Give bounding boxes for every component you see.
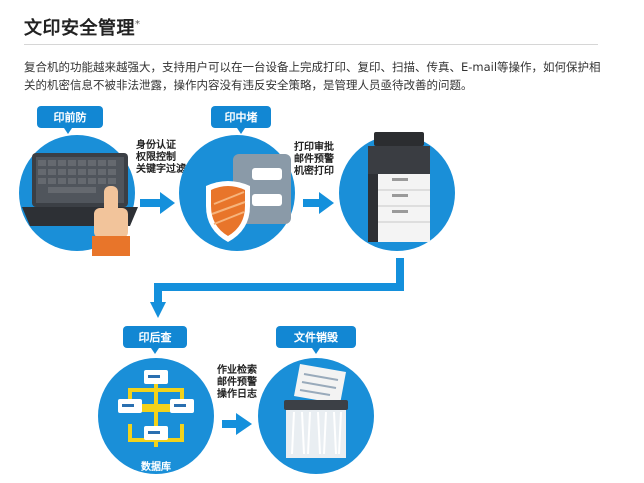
stage-post-tag: 印后查 — [123, 326, 187, 354]
hand-icon — [92, 186, 130, 256]
svg-text:印中堵: 印中堵 — [225, 110, 258, 124]
stage-pre-tag: 印前防 — [37, 106, 103, 134]
arrow-post-to-destroy — [222, 413, 252, 435]
svg-text:作业检索: 作业检索 — [217, 363, 257, 376]
database-caption: 数据库 — [141, 460, 171, 473]
page-description: 复合机的功能越来越强大，支持用户可以在一台设备上完成打印、复印、扫描、传真、E-… — [24, 60, 601, 92]
printer-icon — [368, 132, 430, 242]
svg-text:操作日志: 操作日志 — [217, 387, 257, 400]
svg-text:印前防: 印前防 — [54, 110, 87, 124]
arrow-device-to-post — [150, 258, 404, 318]
page-title: 文印安全管理* — [24, 18, 141, 39]
shredder-icon — [284, 364, 348, 458]
svg-text:邮件预警: 邮件预警 — [217, 375, 257, 388]
svg-text:关键字过滤: 关键字过滤 — [136, 162, 186, 175]
shield-icon — [206, 154, 291, 242]
stage-mid-notes: 打印审批 邮件预警 机密打印 — [294, 140, 334, 177]
svg-text:身份认证: 身份认证 — [136, 138, 176, 151]
stage-destroy-tag: 文件销毁 — [276, 326, 356, 354]
svg-text:机密打印: 机密打印 — [294, 164, 334, 177]
title-divider — [24, 44, 598, 45]
svg-text:打印审批: 打印审批 — [294, 140, 334, 153]
svg-text:印后查: 印后查 — [139, 330, 172, 344]
svg-text:文件销毁: 文件销毁 — [294, 330, 338, 344]
stage-post-notes: 作业检索 邮件预警 操作日志 — [217, 363, 257, 400]
arrow-pre-to-mid — [140, 192, 175, 214]
stage-pre-notes: 身份认证 权限控制 关键字过滤 — [135, 138, 186, 175]
arrow-mid-to-device — [303, 192, 334, 214]
svg-text:邮件预警: 邮件预警 — [294, 152, 334, 165]
svg-text:权限控制: 权限控制 — [135, 150, 176, 163]
database-icon — [118, 370, 194, 447]
stage-mid-tag: 印中堵 — [211, 106, 271, 134]
